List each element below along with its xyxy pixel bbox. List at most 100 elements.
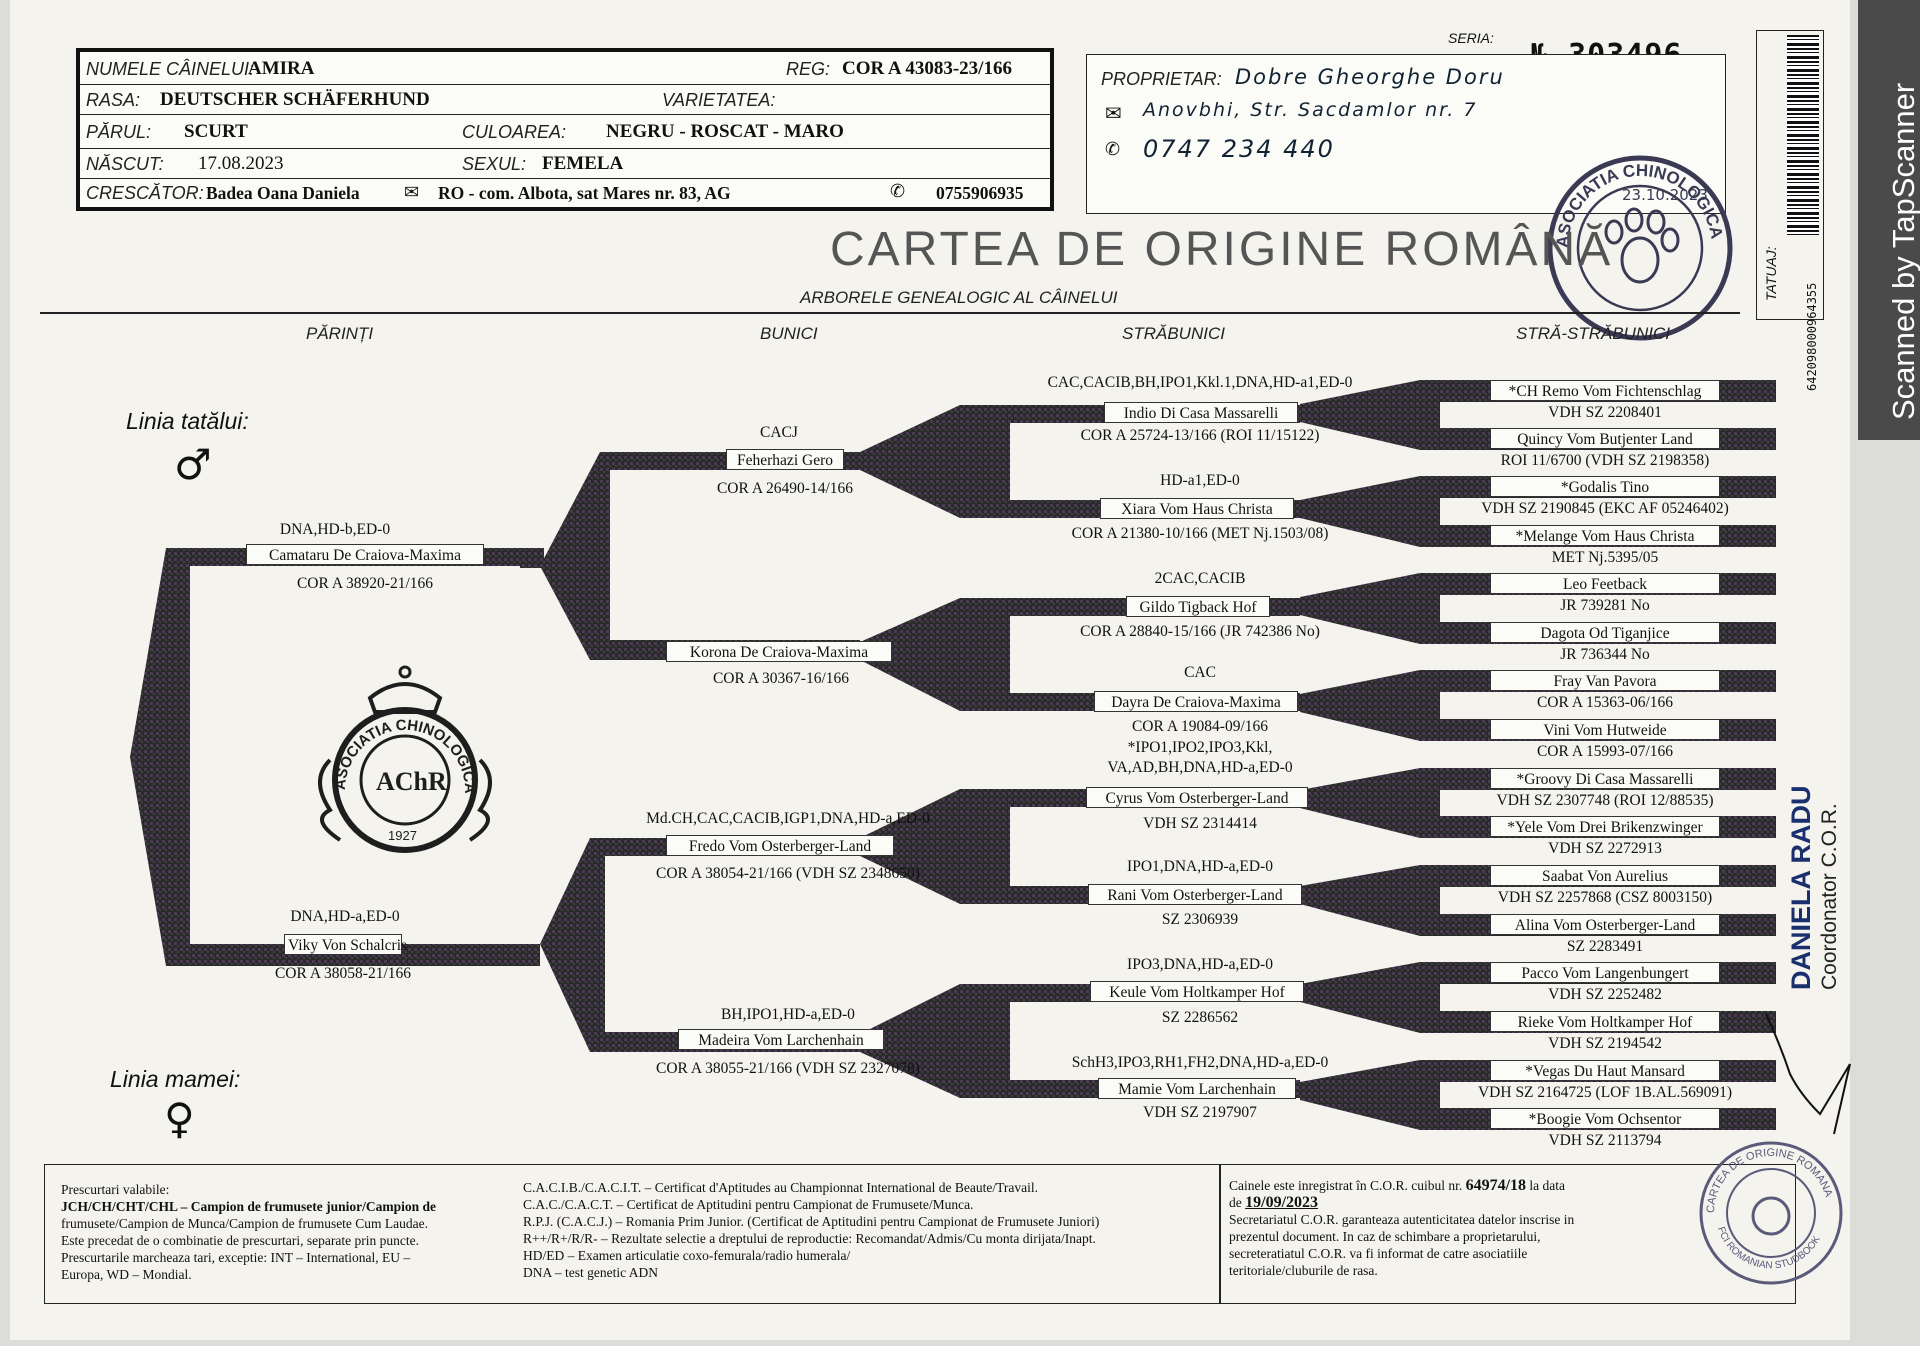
legend-left-line: JCH/CH/CHT/CHL – Campion de frumusete ju…: [61, 1199, 437, 1214]
name-label: NUMELE CÂINELUI:: [86, 59, 255, 79]
legend-divider: [1219, 1165, 1221, 1303]
row-breed: RASA: DEUTSCHER SCHÄFERHUND VARIETATEA:: [80, 84, 1050, 115]
legend-right-line: Secretariatul C.O.R. garanteaza autentic…: [1229, 1212, 1575, 1227]
great-grandparent-reg: VDH SZ 2314414: [1143, 815, 1257, 832]
great-grandparent-reg: VDH SZ 2197907: [1143, 1104, 1257, 1121]
legend-middle-line: HD/ED – Examen articulatie coxo-femurala…: [523, 1248, 851, 1263]
series-label: SERIA:: [1448, 30, 1494, 46]
grandparent-reg: COR A 30367-16/166: [712, 670, 850, 687]
stamp-top: ASOCIATIA CHINOLOGICA ARGES 23.10.2023: [1542, 150, 1733, 341]
great-great-grandparent-reg: VDH SZ 2113794: [1548, 1132, 1662, 1149]
reg-label: REG:: [786, 59, 831, 79]
great-grandparent-info: *IPO1,IPO2,IPO3,Kkl, VA,AD,BH,DNA,HD-a,E…: [1107, 739, 1293, 776]
central-seal: ASOCIATIA CHINOLOGICA 1927 AChR: [318, 665, 492, 853]
parent-info: DNA,HD-b,ED-0: [279, 521, 391, 538]
kennel-suffix: la data: [1529, 1178, 1566, 1193]
col-header-parents: PĂRINȚI: [306, 324, 374, 343]
legend-middle-line: C.A.C./C.A.C.T. – Certificat de Aptitudi…: [523, 1197, 974, 1212]
great-great-grandparent-reg: SZ 2283491: [1566, 938, 1644, 955]
great-grandparents-connector: [860, 598, 1300, 711]
grandparent-reg: COR A 26490-14/166: [716, 480, 854, 497]
row-hair: PĂRUL: SCURT CULOAREA: NEGRU - ROSCAT - …: [80, 114, 1050, 149]
great-great-grandparent-name: *Godalis Tino: [1490, 476, 1720, 497]
breeder-phone: 0755906935: [936, 183, 1024, 203]
great-great-grandparent-reg: JR 739281 No: [1560, 597, 1650, 614]
great-great-grandparent-name: Rieke Vom Holtkamper Hof: [1490, 1011, 1720, 1032]
grandparent-info: CACJ: [760, 424, 798, 441]
grandparent-name: Fredo Vom Osterberger-Land: [666, 835, 894, 856]
great-great-grandparent-reg: VDH SZ 2194542: [1548, 1035, 1662, 1052]
great-great-grandparent-reg: JR 736344 No: [1560, 646, 1650, 663]
row-breeder: CRESCĂTOR: Badea Oana Daniela ✉ RO - com…: [80, 178, 1050, 208]
great-grandparent-info: SchH3,IPO3,RH1,FH2,DNA,HD-a,ED-0: [1071, 1054, 1329, 1071]
great-grandparent-name: Gildo Tigback Hof: [1126, 596, 1270, 617]
owner-name: Dobre Gheorghe Doru: [1235, 65, 1505, 89]
grandparent-reg: COR A 38055-21/166 (VDH SZ 2327078): [656, 1060, 920, 1077]
great-great-grandparent-name: Saabat Von Aurelius: [1490, 865, 1720, 886]
parent-reg: COR A 38920-21/166: [296, 575, 434, 592]
parent-bar: [520, 548, 544, 568]
great-great-grandparent-name: Fray Van Pavora: [1490, 670, 1720, 691]
dam-line-label: Linia mamei:: [110, 1066, 241, 1092]
col-header-great-grandparents: STRĂBUNICI: [1122, 324, 1225, 343]
great-grandparent-reg: COR A 25724-13/166 (ROI 11/15122): [1080, 427, 1320, 444]
owner-phone-icon: ✆: [1105, 139, 1121, 159]
legend-right-line: secreteratiatul C.O.R. va fi informat de…: [1229, 1246, 1528, 1261]
stamp-bottom: CARTEA DE ORIGINE ROMANA FCI ROMANIAN ST…: [1699, 1141, 1843, 1285]
great-grandparent-info: HD-a1,ED-0: [1160, 472, 1240, 489]
legend-middle-line: C.A.C.I.B./C.A.C.I.T. – Certificat d'Apt…: [523, 1180, 1038, 1195]
great-grandparent-info: CAC: [1184, 664, 1216, 681]
great-grandparent-info: IPO1,DNA,HD-a,ED-0: [1127, 858, 1273, 875]
legend-middle-line: R++/R+/R/R- – Rezultate selectie a drept…: [523, 1231, 1096, 1246]
grandparent-name: Korona De Craiova-Maxima: [666, 641, 892, 662]
barcode: [1787, 35, 1819, 235]
legend-left-line: Este precedat de o combinatie de prescur…: [61, 1233, 419, 1248]
great-grandparent-info: 2CAC,CACIB: [1154, 570, 1246, 587]
document-subtitle: ARBORELE GENEALOGIC AL CÂINELUI: [800, 288, 1118, 307]
grandparent-name: Madeira Vom Larchenhain: [678, 1029, 884, 1050]
legend-middle: C.A.C.I.B./C.A.C.I.T. – Certificat d'Apt…: [523, 1179, 1223, 1281]
legend-left-line: frumusete/Campion de Munca/Campion de fr…: [61, 1216, 429, 1231]
great-great-grandparent-reg: COR A 15993-07/166: [1536, 743, 1674, 760]
reg-value: COR A 43083-23/166: [842, 58, 1012, 79]
name-value: AMIRA: [248, 58, 315, 79]
great-great-grandparent-name: *Melange Vom Haus Christa: [1490, 525, 1720, 546]
kennel-prefix: Cainele este inregistrat în C.O.R. cuibu…: [1229, 1178, 1463, 1193]
male-symbol-icon: ♂: [174, 440, 212, 489]
great-great-grandparent-name: Pacco Vom Langenbungert: [1490, 962, 1720, 983]
grandparent-reg: COR A 38054-21/166 (VDH SZ 2348650): [656, 865, 920, 882]
row-born: NĂSCUT: 17.08.2023 SEXUL: FEMELA: [80, 148, 1050, 179]
great-great-grandparent-reg: ROI 11/6700 (VDH SZ 2198358): [1500, 452, 1710, 469]
born-value: 17.08.2023: [198, 153, 284, 174]
stamp-top-date: 23.10.2023: [1622, 186, 1708, 204]
grandparents-connector-dam: [540, 838, 860, 1052]
great-grandparent-name: Dayra De Craiova-Maxima: [1094, 691, 1298, 712]
grandparents-connector-sire: [540, 452, 860, 660]
seal-letters: AChR: [376, 767, 447, 796]
owner-address: Anovbhi, Str. Sacdamlor nr. 7: [1143, 99, 1478, 121]
female-symbol-icon: ♀: [164, 1094, 195, 1143]
great-great-grandparent-name: *Boogie Vom Ochsentor: [1490, 1108, 1720, 1129]
breed-value: DEUTSCHER SCHÄFERHUND: [160, 89, 430, 110]
sire-line-label: Linia tatălui:: [126, 408, 249, 434]
great-grandparent-name: Keule Vom Holtkamper Hof: [1090, 981, 1304, 1002]
tattoo-box: TATUAJ: 642098000964355: [1756, 30, 1824, 391]
great-great-grandparent-reg: VDH SZ 2257868 (CSZ 8003150): [1497, 889, 1713, 906]
legend-middle-line: DNA – test genetic ADN: [523, 1265, 658, 1280]
great-grandparent-info: IPO3,DNA,HD-a,ED-0: [1127, 956, 1273, 973]
great-great-grandparent-name: *Groovy Di Casa Massarelli: [1490, 768, 1720, 789]
great-grandparent-reg: COR A 21380-10/166 (MET Nj.1503/08): [1071, 525, 1329, 542]
great-great-grandparent-name: *Yele Vom Drei Brikenzwinger: [1490, 816, 1720, 837]
title-divider: [40, 312, 1740, 314]
variety-label: VARIETATEA:: [662, 90, 776, 110]
great-great-grandparent-name: Vini Vom Hutweide: [1490, 719, 1720, 740]
great-grandparent-name: Indio Di Casa Massarelli: [1104, 402, 1298, 423]
col-header-grandparents: BUNICI: [760, 324, 818, 343]
kennel-number: 64974/18: [1465, 1177, 1527, 1194]
dog-info-box: NUMELE CÂINELUI: AMIRA REG: COR A 43083-…: [76, 48, 1054, 211]
date-prefix: de: [1229, 1195, 1242, 1210]
legend-left: Prescurtari valabile: JCH/CH/CHT/CHL – C…: [61, 1181, 531, 1283]
hair-value: SCURT: [184, 121, 248, 142]
great-great-grandparent-name: Alina Vom Osterberger-Land: [1490, 914, 1720, 935]
great-grandparent-name: Rani Vom Osterberger-Land: [1088, 884, 1302, 905]
